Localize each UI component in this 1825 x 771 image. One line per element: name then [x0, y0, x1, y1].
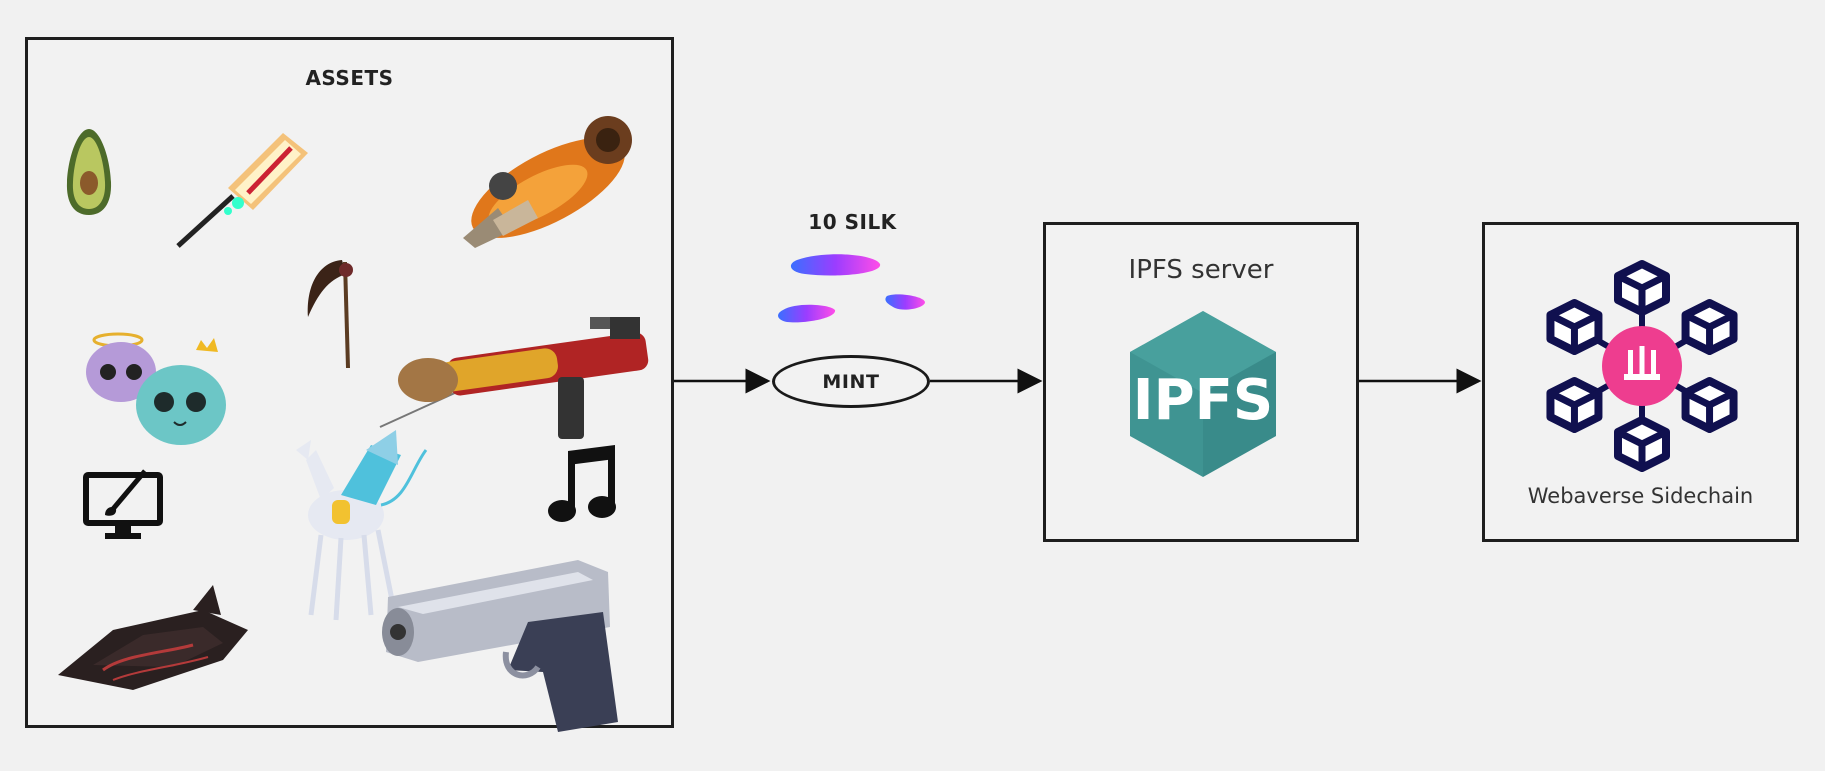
ipfs-logo-icon: IPFS — [1130, 311, 1276, 477]
network-node-cube — [1546, 299, 1603, 355]
sword-icon — [176, 133, 308, 248]
blaster-gun-icon — [379, 317, 649, 439]
mint-label: MINT — [822, 370, 880, 393]
sidechain-title: Webaverse Sidechain — [1527, 484, 1754, 508]
network-node-cube — [1546, 377, 1603, 433]
music-note-icon — [548, 445, 616, 522]
network-node-cube — [1614, 416, 1670, 472]
silk-token-icon — [778, 254, 925, 323]
scythe-icon — [307, 260, 353, 369]
sidechain-network-icon — [1546, 260, 1738, 472]
network-node-cube — [1614, 260, 1670, 316]
avocado-icon — [66, 129, 112, 215]
sidechain-panel: Webaverse Sidechain — [1482, 222, 1799, 542]
hoverbike-icon — [463, 116, 632, 248]
monitor-paint-icon — [83, 469, 163, 539]
slime-characters-icon — [86, 332, 226, 445]
assets-title: ASSETS — [305, 66, 394, 90]
assets-panel: ASSETS — [25, 37, 674, 732]
ipfs-server-panel: IPFS server IPFS — [1043, 222, 1359, 542]
pegasus-icon — [296, 430, 428, 621]
network-node-cube — [1681, 377, 1738, 433]
dark-ship-icon — [58, 585, 248, 690]
network-node-cube — [1681, 299, 1738, 355]
token-amount-label: 10 SILK — [808, 210, 897, 234]
ipfs-server-title: IPFS server — [1128, 255, 1274, 285]
mint-button[interactable]: MINT — [772, 355, 930, 408]
ipfs-logo-text: IPFS — [1133, 368, 1273, 433]
pistol-icon — [382, 560, 618, 732]
